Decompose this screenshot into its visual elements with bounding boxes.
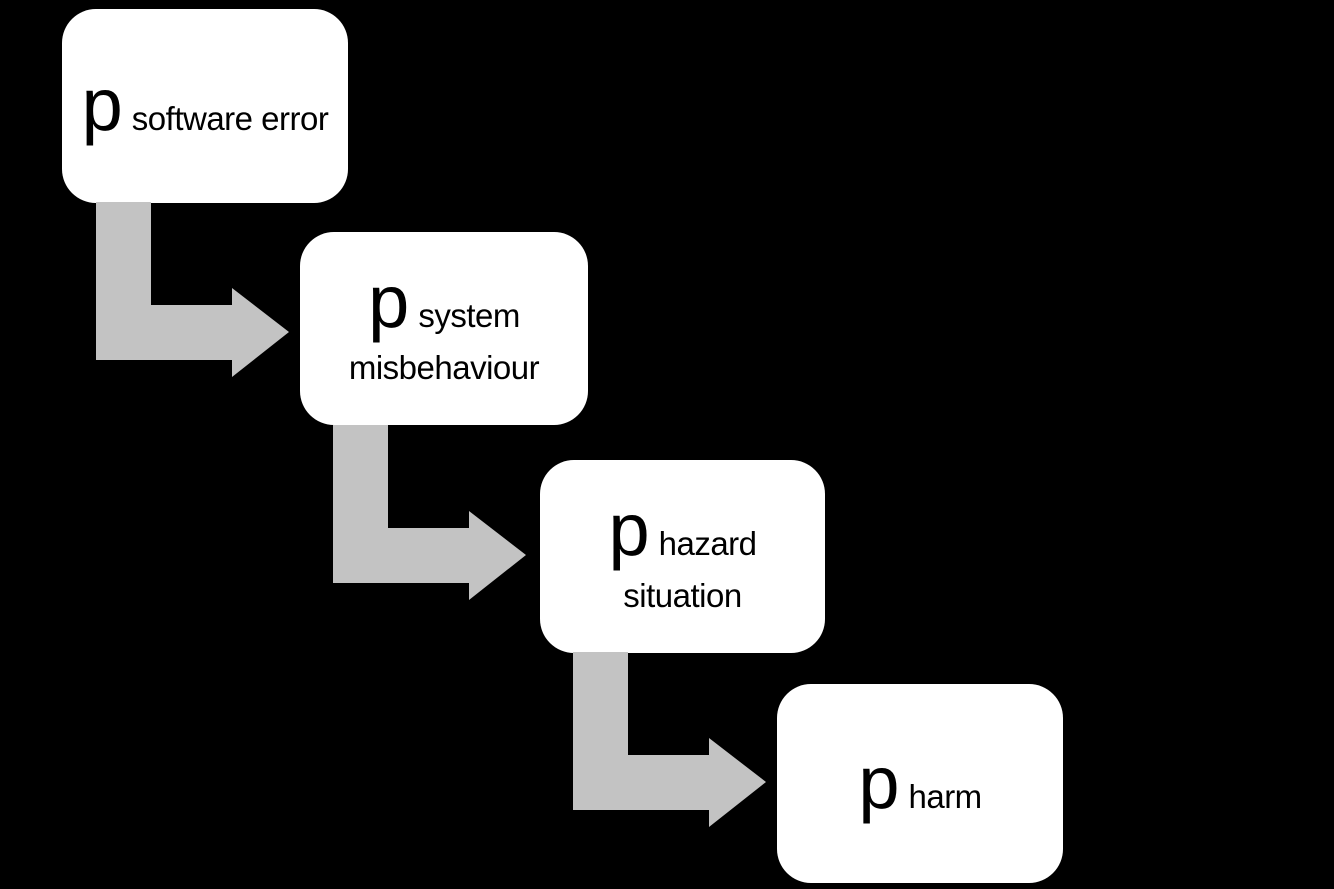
node-subscript: software error bbox=[131, 100, 329, 138]
node-p-system-misbehaviour: p system misbehaviour bbox=[300, 232, 588, 425]
probability-symbol: p bbox=[81, 63, 123, 147]
node-p-harm: p harm bbox=[777, 684, 1063, 883]
node-subscript: hazard bbox=[658, 524, 757, 562]
node-subscript: harm bbox=[908, 777, 982, 815]
node-label: p hazard bbox=[608, 487, 757, 571]
probability-symbol: p bbox=[858, 740, 899, 824]
node-label: p system bbox=[368, 259, 520, 343]
elbow-arrow-3 bbox=[573, 652, 766, 827]
node-p-software-error: p software error bbox=[62, 9, 348, 203]
elbow-arrow-2 bbox=[333, 425, 526, 600]
probability-symbol: p bbox=[608, 487, 649, 571]
node-p-hazard-situation: p hazard situation bbox=[540, 460, 825, 653]
node-label: p harm bbox=[858, 740, 982, 824]
node-subscript-line2: situation bbox=[623, 577, 742, 614]
probability-symbol: p bbox=[368, 259, 409, 343]
node-subscript: system bbox=[418, 296, 520, 334]
elbow-arrow-1 bbox=[96, 202, 289, 377]
node-label: p software error bbox=[81, 63, 329, 147]
node-subscript-line2: misbehaviour bbox=[348, 349, 540, 386]
